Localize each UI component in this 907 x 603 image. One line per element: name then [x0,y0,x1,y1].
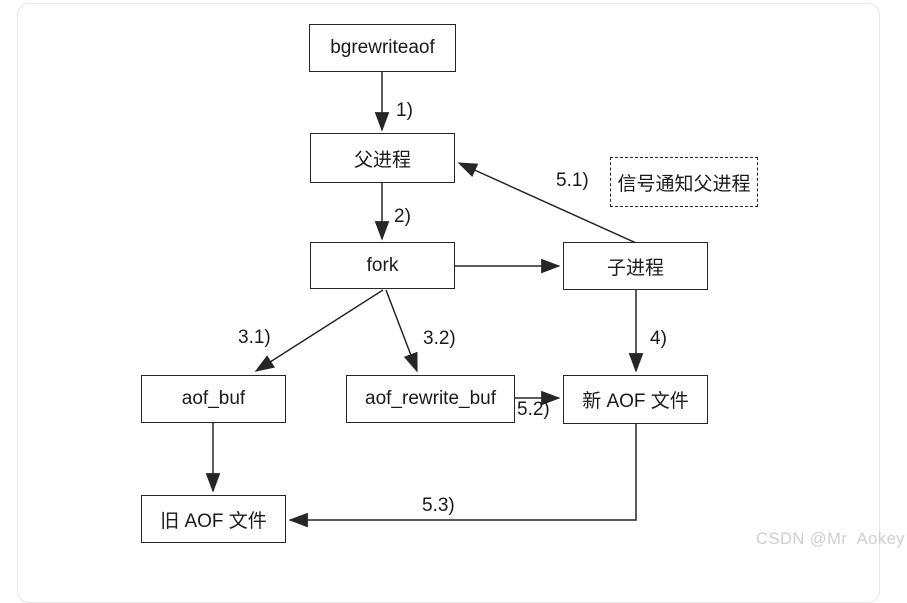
edge-step5-3-newaof-to-oldaof [288,424,637,528]
node-aof-rewrite-buf: aof_rewrite_buf [346,375,515,423]
node-parent-process: 父进程 [310,133,455,183]
edge-step3-1-fork-to-aofbuf [254,289,384,372]
node-parent-process-label: 父进程 [353,149,411,171]
node-child-process-label: 子进程 [606,257,664,279]
node-aof-rewrite-buf-label: aof_rewrite_buf [365,388,496,409]
edge-label-step3-2: 3.2) [423,328,456,349]
node-child-process: 子进程 [563,242,708,290]
node-fork: fork [310,242,455,289]
node-aof-buf-label: aof_buf [181,388,246,409]
diagram-canvas: bgrewriteaof 父进程 fork 子进程 信号通知父进程 aof_bu… [141,24,905,548]
node-signal-note: 信号通知父进程 [610,157,758,207]
node-new-aof-file: 新 AOF 文件 [563,375,708,424]
edge-label-step5-3: 5.3) [422,495,455,516]
node-old-aof-file: 旧 AOF 文件 [141,495,286,543]
node-fork-label: fork [366,254,399,276]
node-bgrewriteaof: bgrewriteaof [309,24,456,72]
edge-label-step3-1: 3.1) [238,327,271,348]
csdn-watermark: CSDN @Mr Aokey [756,530,905,548]
edge-step3-2-fork-to-aofrewritebuf [385,289,418,373]
node-bgrewriteaof-label: bgrewriteaof [330,37,435,58]
edge-label-step1: 1) [396,100,413,121]
edge-label-step5-1: 5.1) [556,170,589,191]
node-new-aof-file-label: 新 AOF 文件 [582,391,689,412]
edge-label-step2: 2) [394,206,411,227]
node-old-aof-file-label: 旧 AOF 文件 [160,510,267,532]
node-aof-buf: aof_buf [141,375,286,423]
edge-label-step5-2: 5.2) [517,399,550,420]
node-signal-note-label: 信号通知父进程 [617,173,751,195]
edge-label-step4: 4) [650,328,667,349]
